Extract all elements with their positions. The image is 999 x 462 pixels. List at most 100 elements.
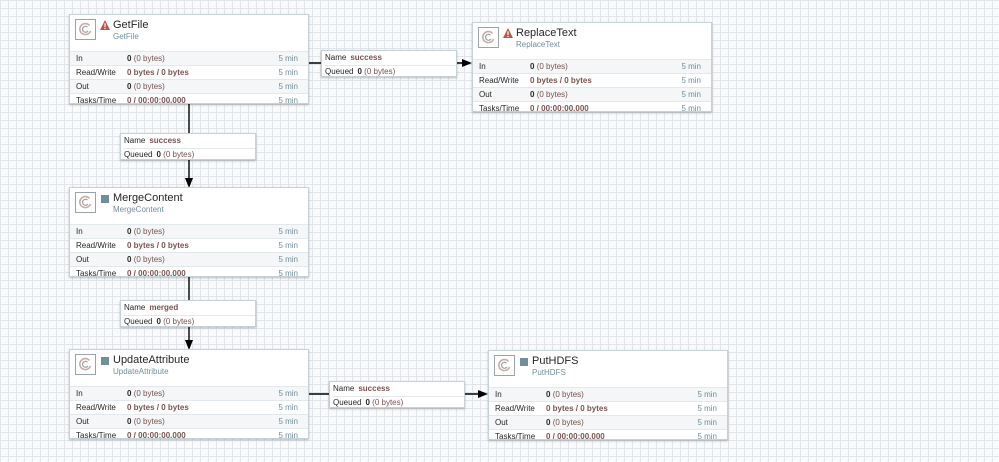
stat-time: 5 min (278, 269, 298, 278)
warning-icon[interactable] (503, 28, 513, 38)
stat-label: In (76, 389, 83, 398)
stat-time: 5 min (278, 54, 298, 63)
connection-name: success (358, 384, 390, 393)
connection-queued: 0 (365, 398, 370, 407)
connection-queued: 0 (156, 150, 161, 159)
stat-row-tasks: Tasks/Time 0 / 00:00:00.000 5 min (489, 429, 727, 443)
stat-label: Out (76, 417, 89, 426)
stopped-icon[interactable] (101, 357, 109, 365)
connection-queued-key: Queued (124, 150, 153, 159)
connection-queued-size: (0 bytes) (163, 317, 195, 326)
stat-time: 5 min (278, 417, 298, 426)
stat-row-in: In 0 (0 bytes) 5 min (489, 387, 727, 401)
connection-name-key: Name (325, 53, 347, 62)
stat-time: 5 min (681, 90, 701, 99)
connection-queued-size: (0 bytes) (163, 150, 195, 159)
warning-icon[interactable] (100, 20, 110, 30)
processor-type: GetFile (113, 32, 139, 41)
stat-time: 5 min (681, 62, 701, 71)
connection-queued-key: Queued (333, 398, 362, 407)
stat-value: 0 (0 bytes) (127, 54, 165, 63)
stat-label: In (479, 62, 486, 71)
stat-time: 5 min (278, 431, 298, 440)
stat-time: 5 min (697, 404, 717, 413)
stat-value: 0 (0 bytes) (546, 418, 584, 427)
stat-time: 5 min (681, 76, 701, 85)
connection-name-key: Name (124, 303, 146, 312)
stat-label: In (495, 390, 502, 399)
stat-label: Read/Write (479, 76, 519, 85)
stat-label: Out (479, 90, 492, 99)
stat-time: 5 min (697, 432, 717, 441)
connection-name-key: Name (333, 384, 355, 393)
stopped-icon[interactable] (101, 195, 109, 203)
stat-value: 0 / 00:00:00.000 (546, 432, 605, 441)
stat-value: 0 (0 bytes) (127, 255, 165, 264)
connection-name: success (149, 136, 181, 145)
stat-time: 5 min (697, 390, 717, 399)
processor-name: ReplaceText (516, 27, 577, 39)
connection-queued-size: (0 bytes) (372, 398, 404, 407)
stat-time: 5 min (278, 389, 298, 398)
stat-label: Read/Write (76, 68, 116, 77)
stat-row-tasks: Tasks/Time 0 / 00:00:00.000 5 min (70, 93, 308, 107)
stat-value: 0 bytes / 0 bytes (127, 403, 189, 412)
stat-value: 0 / 00:00:00.000 (127, 96, 186, 105)
stat-time: 5 min (278, 96, 298, 105)
stat-label: Out (76, 255, 89, 264)
connection-queued: 0 (156, 317, 161, 326)
processor-type: ReplaceText (516, 40, 561, 49)
stat-label: Tasks/Time (76, 96, 117, 105)
stat-label: In (76, 54, 83, 63)
stat-row-out: Out 0 (0 bytes) 5 min (70, 252, 308, 266)
stat-label: Tasks/Time (76, 269, 117, 278)
processor-icon (75, 19, 96, 40)
arrowhead-icon (478, 390, 488, 398)
connection-queued: 0 (357, 67, 362, 76)
stat-time: 5 min (278, 227, 298, 236)
stopped-icon[interactable] (520, 358, 528, 366)
stat-row-in: In 0 (0 bytes) 5 min (70, 51, 308, 65)
connection-queued-key: Queued (124, 317, 153, 326)
stat-value: 0 bytes / 0 bytes (127, 68, 189, 77)
processor-type: MergeContent (113, 205, 164, 214)
stat-label: In (76, 227, 83, 236)
stat-label: Tasks/Time (479, 104, 520, 113)
stat-label: Read/Write (76, 241, 116, 250)
processor-type: UpdateAttribute (113, 367, 169, 376)
stat-value: 0 (0 bytes) (127, 82, 165, 91)
stat-time: 5 min (697, 418, 717, 427)
connection-queued-size: (0 bytes) (364, 67, 396, 76)
stat-time: 5 min (278, 255, 298, 264)
processor-icon (75, 354, 96, 375)
stat-label: Read/Write (76, 403, 116, 412)
connection-name: merged (149, 303, 179, 312)
stat-label: Tasks/Time (495, 432, 536, 441)
stat-label: Out (76, 82, 89, 91)
processor-type: PutHDFS (532, 368, 566, 377)
stat-value: 0 (0 bytes) (546, 390, 584, 399)
